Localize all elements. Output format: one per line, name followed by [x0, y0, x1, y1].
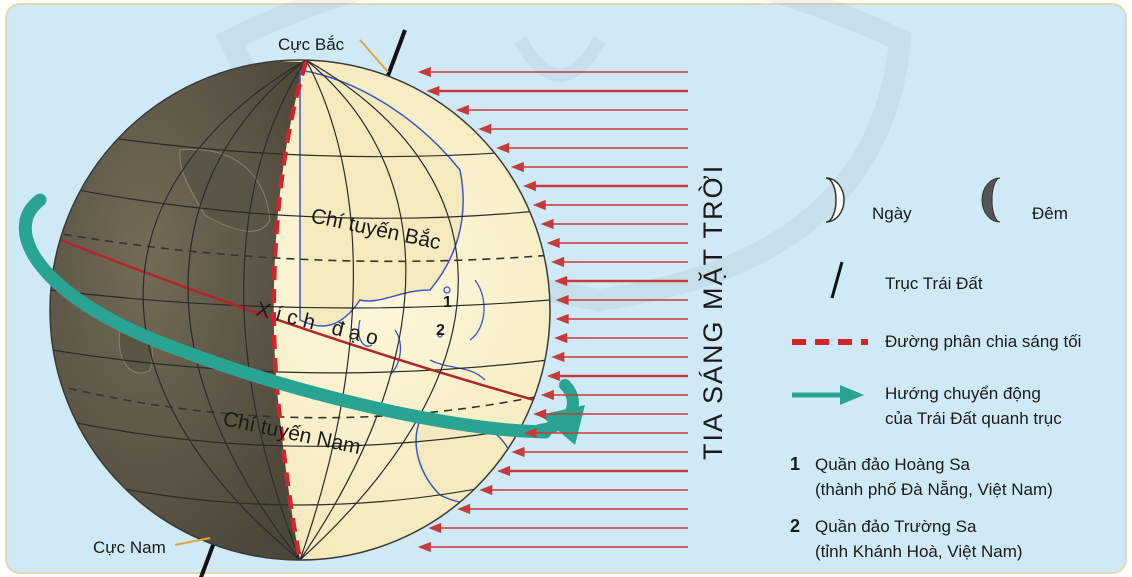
south-pole-label: Cực Nam	[93, 538, 166, 557]
coastline-islands	[358, 279, 486, 381]
sun-ray-arrowhead	[497, 465, 511, 477]
legend-terminator-label: Đường phân chia sáng tối	[885, 332, 1081, 351]
day-symbol-icon	[825, 177, 845, 223]
sun-ray-arrowhead	[417, 541, 431, 553]
legend-day-label: Ngày	[872, 204, 912, 223]
sun-ray-arrowhead	[533, 408, 547, 420]
rotation-symbol-arrowhead-icon	[840, 385, 864, 405]
legend-item2-number: 2	[790, 516, 800, 536]
axis-symbol-icon	[830, 261, 844, 299]
sun-ray-arrowhead	[532, 199, 546, 211]
marker-2: 2	[436, 322, 445, 339]
legend-rotation-line1: Hướng chuyển động	[885, 384, 1041, 403]
rotation-arrow	[18, 193, 585, 445]
sun-rays	[417, 66, 688, 553]
sun-ray-arrowhead	[510, 161, 524, 173]
south-pole-leader	[174, 537, 211, 546]
legend-rotation-line2: của Trái Đất quanh trục	[885, 409, 1062, 428]
legend-night-label: Đêm	[1032, 204, 1068, 223]
sun-rays-label: TIA SÁNG MẶT TRỜI	[697, 164, 728, 460]
sun-ray-arrowhead	[428, 522, 442, 534]
marker-1: 1	[443, 294, 452, 311]
sun-ray-arrowhead	[554, 275, 568, 287]
legend-item1-line1: Quần đảo Hoàng Sa	[815, 455, 971, 474]
legend-axis-label: Trục Trái Đất	[885, 274, 983, 293]
legend-item1-number: 1	[790, 454, 800, 474]
sun-ray-arrowhead	[540, 389, 554, 401]
sun-ray-arrowhead	[555, 294, 569, 306]
sun-ray-arrowhead	[479, 484, 493, 496]
tropic-of-capricorn-line	[54, 384, 546, 419]
globe-outline	[49, 59, 551, 561]
sun-ray-arrowhead	[496, 142, 510, 154]
legend-item2-line2: (tỉnh Khánh Hoà, Việt Nam)	[815, 542, 1023, 561]
legend-item2-line1: Quần đảo Trường Sa	[815, 517, 977, 536]
globe	[49, 59, 551, 561]
sun-ray-arrowhead	[540, 218, 554, 230]
sun-ray-arrowhead	[546, 237, 560, 249]
equator-line	[50, 233, 550, 407]
tropic-of-cancer-line	[50, 231, 550, 263]
sun-ray-arrowhead	[555, 313, 569, 325]
sun-ray-arrowhead	[551, 256, 565, 268]
legend-item1-line2: (thành phố Đà Nẵng, Việt Nam)	[815, 480, 1053, 499]
sun-ray-arrowhead	[546, 370, 560, 382]
sun-ray-arrowhead	[522, 180, 536, 192]
sun-ray-arrowhead	[455, 104, 469, 116]
legend: Ngày Đêm Trục Trái Đất Đường phân chia s…	[790, 177, 1081, 561]
sun-ray-arrowhead	[417, 66, 431, 78]
sun-ray-arrowhead	[511, 446, 525, 458]
sun-ray-arrowhead	[523, 427, 537, 439]
sun-ray-arrowhead	[426, 85, 440, 97]
latitude-lines	[50, 129, 550, 506]
sun-ray-arrowhead	[478, 123, 492, 135]
day-night-terminator	[271, 61, 309, 560]
night-symbol-icon	[981, 177, 1001, 223]
sun-ray-arrowhead	[457, 503, 471, 515]
day-landmass	[299, 69, 516, 504]
north-pole-label: Cực Bắc	[278, 35, 345, 54]
longitude-lines	[142, 60, 459, 560]
north-pole-leader	[359, 39, 389, 73]
sun-ray-arrowhead	[551, 351, 565, 363]
sun-ray-arrowhead	[554, 332, 568, 344]
